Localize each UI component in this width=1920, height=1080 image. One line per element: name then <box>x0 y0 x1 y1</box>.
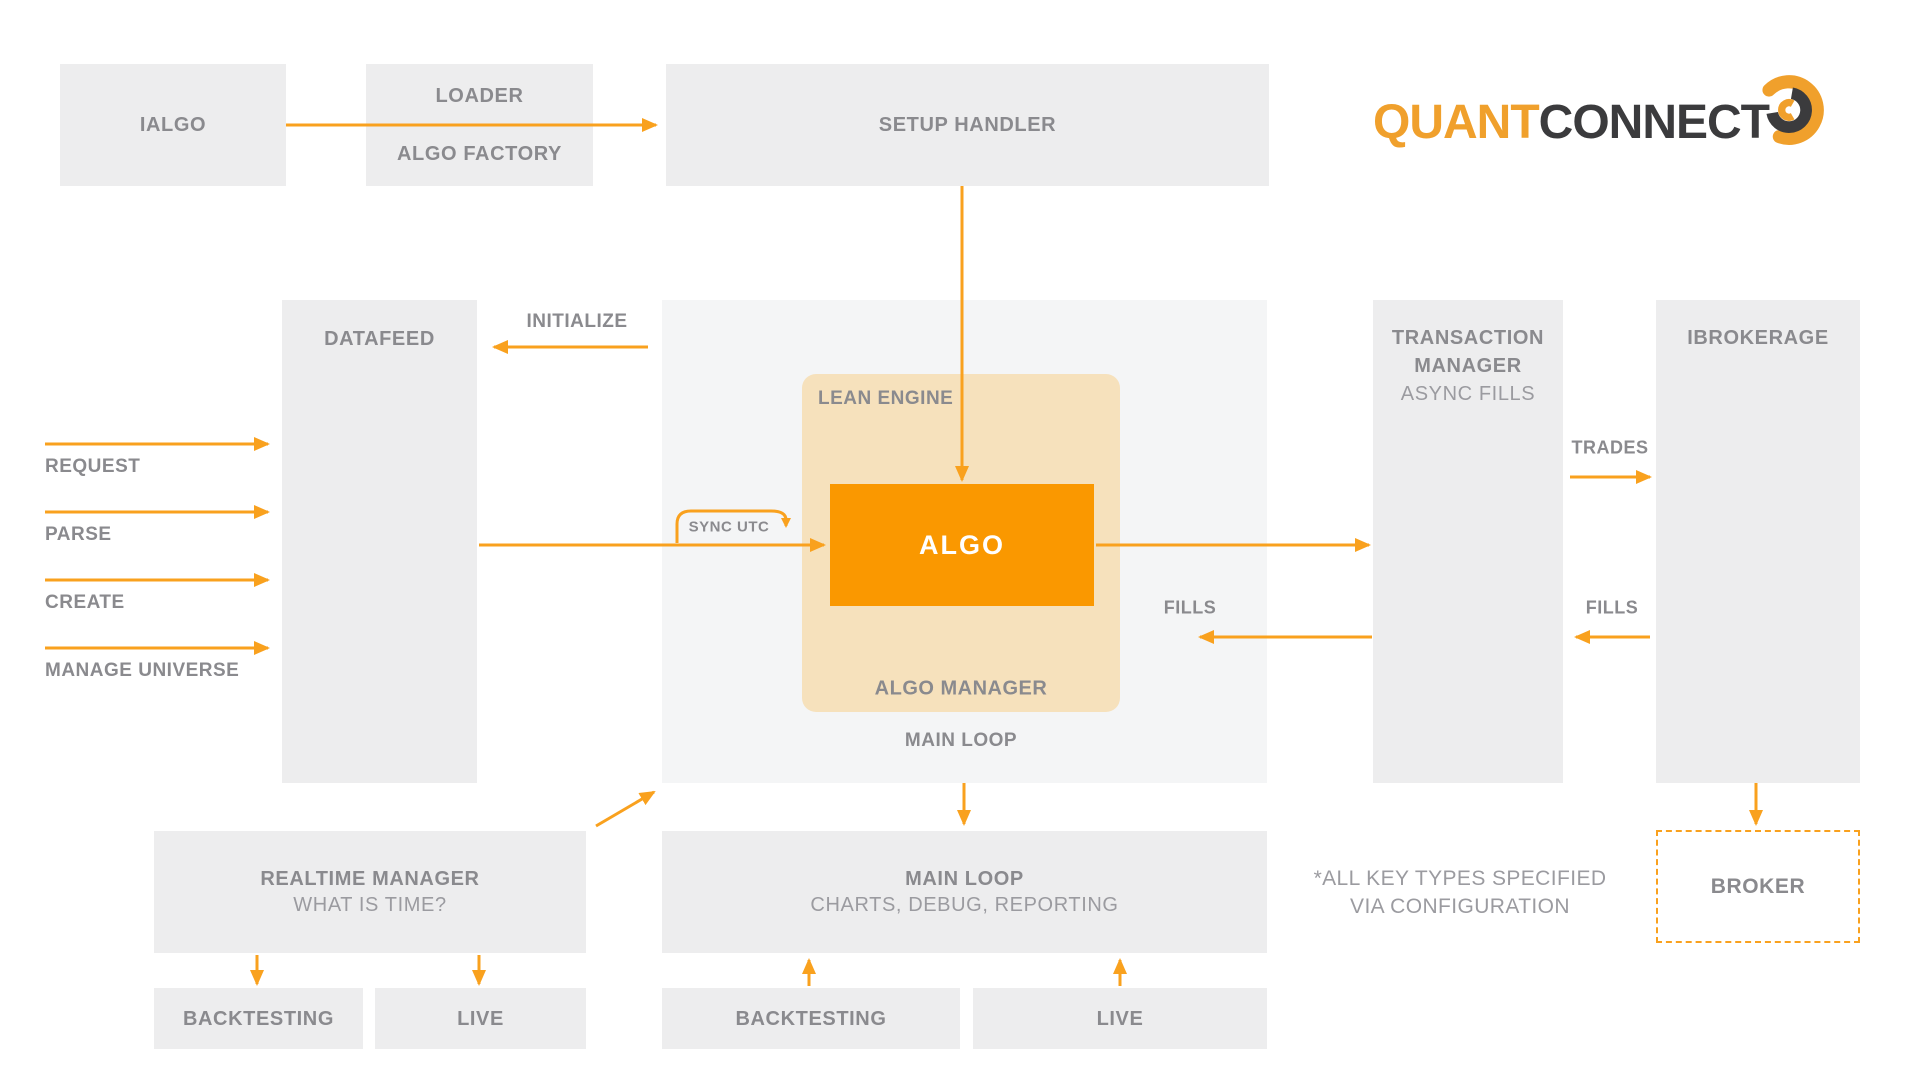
config-note: *ALL KEY TYPES SPECIFIED VIA CONFIGURATI… <box>1290 865 1630 921</box>
loader-label: LOADER <box>435 85 524 107</box>
config-note-line1: *ALL KEY TYPES SPECIFIED <box>1313 867 1607 890</box>
create-label: CREATE <box>45 592 125 613</box>
manage-universe-label: MANAGE UNIVERSE <box>45 660 240 681</box>
what-is-time-label: WHAT IS TIME? <box>293 894 447 916</box>
algo-box: ALGO <box>830 484 1094 606</box>
setup-handler-box: SETUP HANDLER <box>666 64 1269 186</box>
realtime-manager-label: REALTIME MANAGER <box>260 868 480 890</box>
datafeed-label: DATAFEED <box>324 328 435 350</box>
charts-debug-reporting-label: CHARTS, DEBUG, REPORTING <box>810 894 1119 916</box>
main-loop-bottom-box: MAIN LOOP CHARTS, DEBUG, REPORTING <box>662 831 1267 953</box>
logo-quant-text: QUANT <box>1373 96 1540 149</box>
ibrokerage-box: IBROKERAGE <box>1656 300 1860 783</box>
broker-label: BROKER <box>1710 874 1806 898</box>
main-loop-bottom-label: MAIN LOOP <box>905 868 1024 890</box>
algo-manager-label: ALGO MANAGER <box>874 677 1048 700</box>
sync-utc-label: SYNC UTC <box>688 518 770 536</box>
fills-right-label: FILLS <box>1585 597 1639 618</box>
live-mid-box: LIVE <box>973 988 1267 1049</box>
ialgo-box: IALGO <box>60 64 286 186</box>
transaction-manager-box: TRANSACTION MANAGER ASYNC FILLS <box>1373 300 1563 783</box>
backtesting-mid-label: BACKTESTING <box>735 1007 887 1030</box>
live-left-box: LIVE <box>375 988 586 1049</box>
initialize-label: INITIALIZE <box>526 311 628 332</box>
quantconnect-logo: QUANTCONNECT <box>1373 96 1770 149</box>
parse-label: PARSE <box>45 524 112 545</box>
quantconnect-logo-icon <box>1762 75 1824 145</box>
main-loop-inner-label: MAIN LOOP <box>904 730 1018 751</box>
loader-algo-factory-box: LOADER ALGO FACTORY <box>366 64 593 186</box>
algo-factory-label: ALGO FACTORY <box>397 143 562 165</box>
ialgo-label: IALGO <box>139 114 207 136</box>
broker-box: BROKER <box>1656 830 1860 943</box>
async-fills-label: ASYNC FILLS <box>1400 383 1536 405</box>
algo-label: ALGO <box>919 529 1005 560</box>
transaction-manager-label-line2: MANAGER <box>1414 355 1522 377</box>
request-label: REQUEST <box>45 456 141 477</box>
logo-connect-text: CONNECT <box>1538 96 1770 149</box>
live-left-label: LIVE <box>457 1007 504 1030</box>
backtesting-left-box: BACKTESTING <box>154 988 363 1049</box>
lean-engine-label: LEAN ENGINE <box>818 388 954 409</box>
realtime-manager-box: REALTIME MANAGER WHAT IS TIME? <box>154 831 586 953</box>
live-mid-label: LIVE <box>1096 1007 1144 1030</box>
ibrokerage-label: IBROKERAGE <box>1687 327 1829 349</box>
setup-handler-label: SETUP HANDLER <box>878 114 1057 136</box>
arrow-realtime-to-main-loop <box>595 790 656 828</box>
transaction-manager-label-line1: TRANSACTION <box>1391 327 1545 349</box>
config-note-line2: VIA CONFIGURATION <box>1350 895 1570 918</box>
backtesting-mid-box: BACKTESTING <box>662 988 960 1049</box>
datafeed-box: DATAFEED <box>282 300 477 783</box>
backtesting-left-label: BACKTESTING <box>182 1007 335 1030</box>
trades-label: TRADES <box>1571 437 1649 458</box>
fills-left-label: FILLS <box>1163 597 1217 618</box>
